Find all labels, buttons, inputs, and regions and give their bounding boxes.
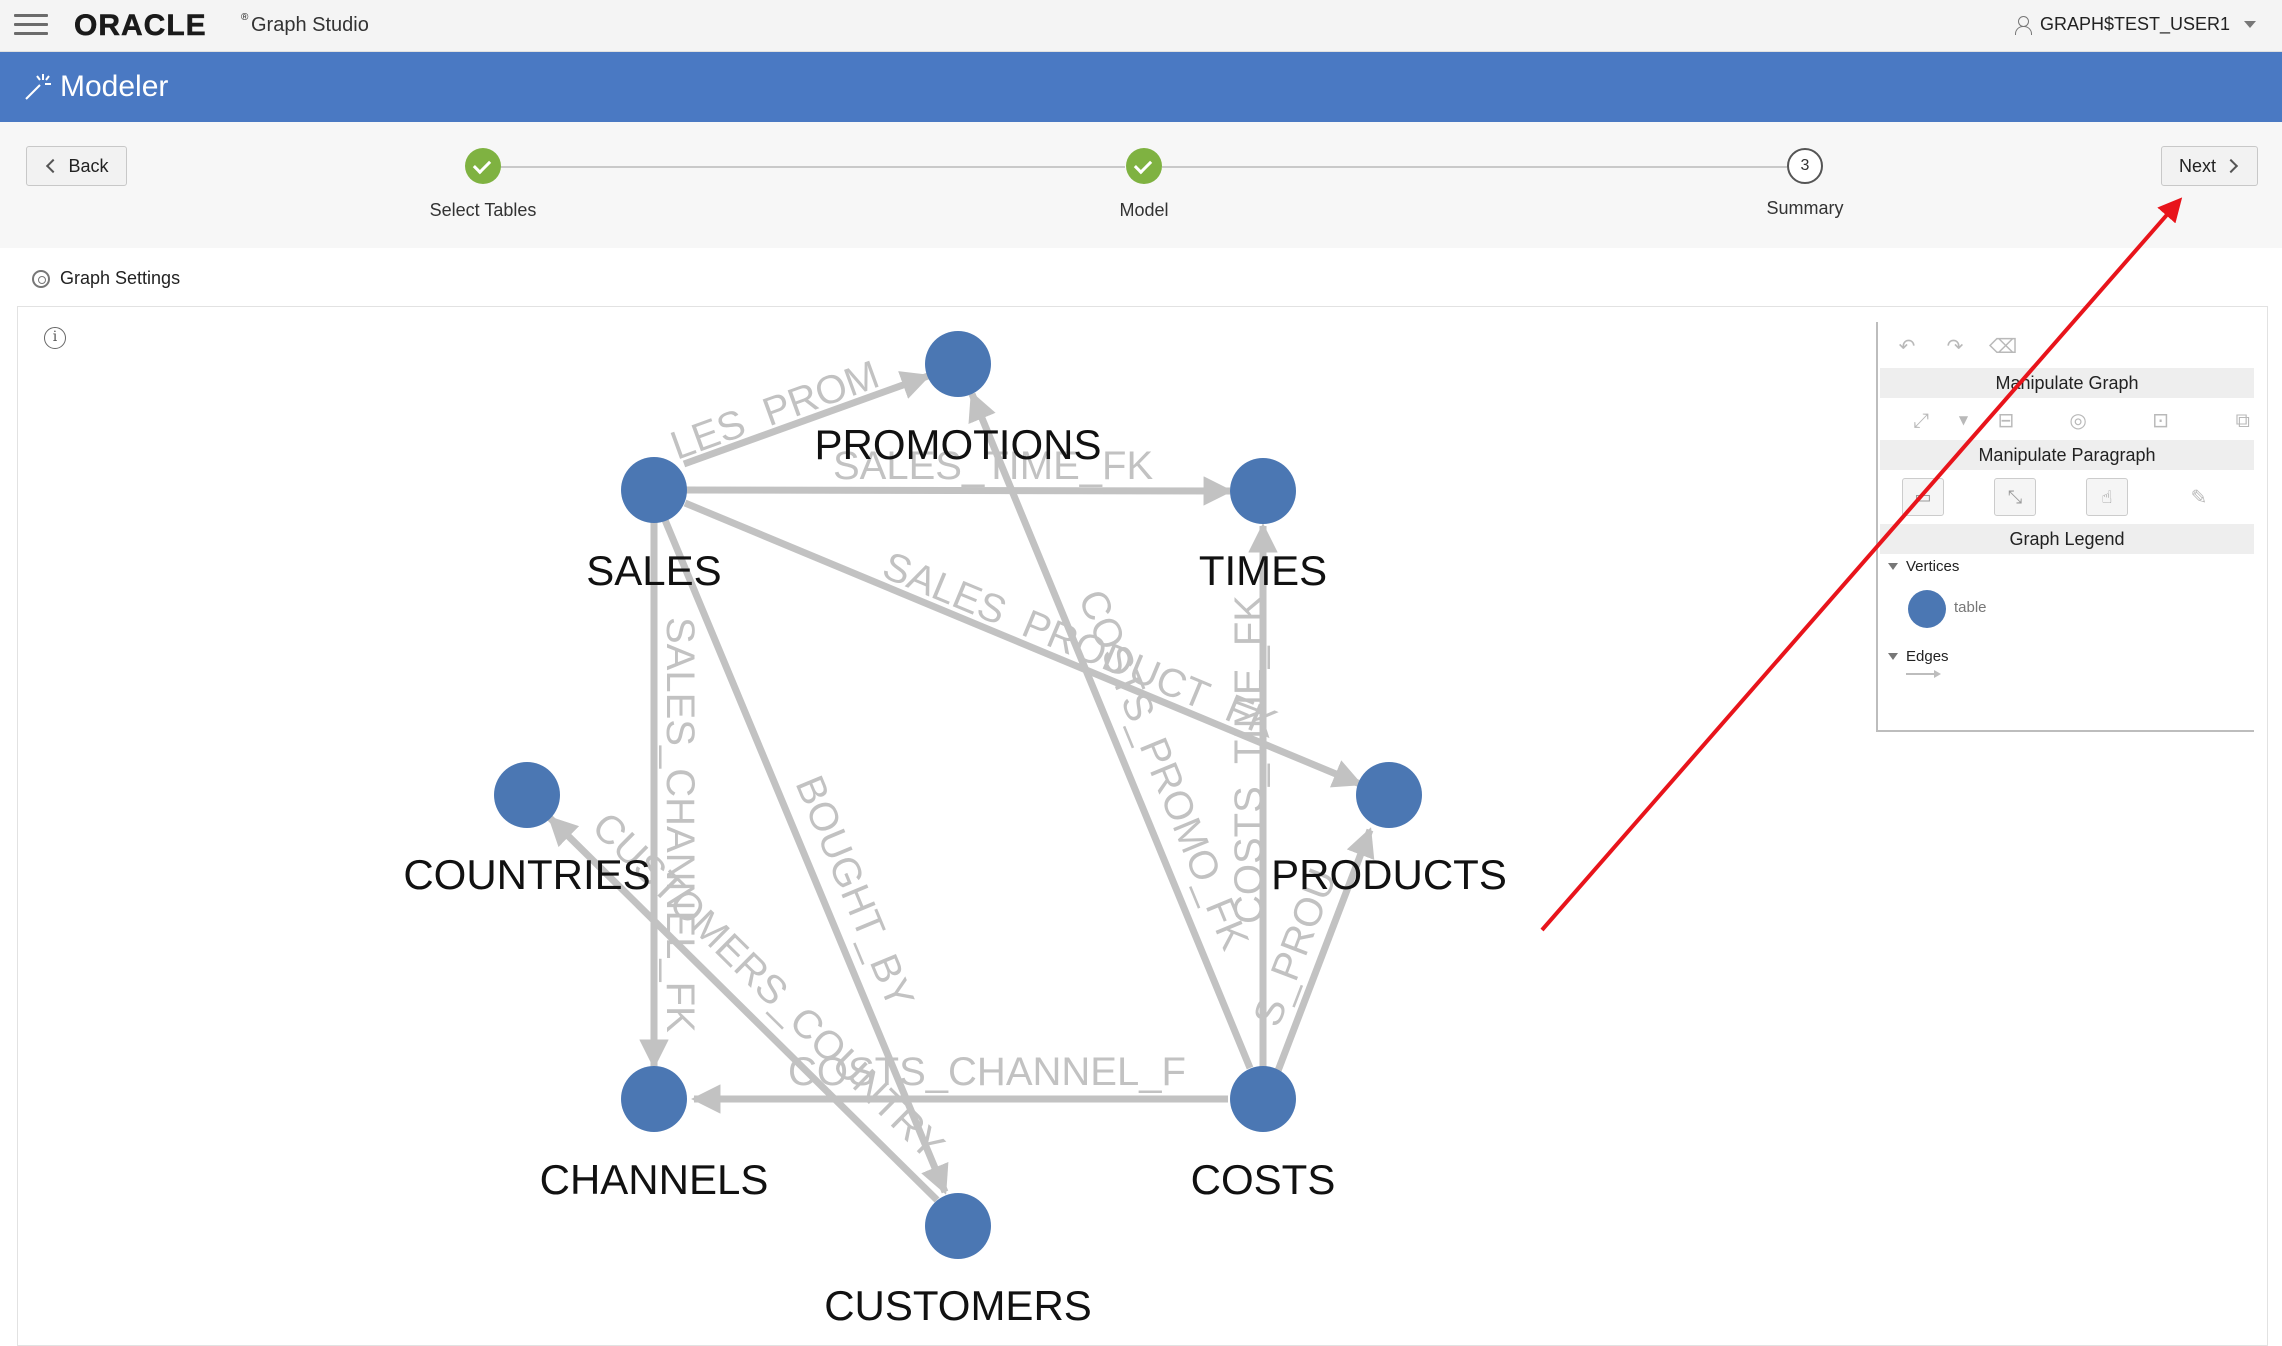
user-menu[interactable]: GRAPH$TEST_USER1 (2014, 14, 2256, 35)
step-select-tables-check-icon[interactable] (465, 148, 501, 184)
edge-label: COSTS_CHANNEL_F (788, 1050, 1186, 1094)
vertex-label: SALES (586, 547, 721, 594)
next-label: Next (2178, 155, 2216, 176)
expanded-triangle-icon (1888, 653, 1898, 660)
graph-toolbar-panel: ↶ ↷ ⌫ Manipulate Graph ⤢ ▼ ⊟ ◎ ⊡ ⧉ Manip… (1876, 322, 2254, 732)
next-button[interactable]: Next (2161, 146, 2258, 186)
edge-sales-products[interactable] (683, 499, 1363, 788)
magic-wand-icon (25, 74, 51, 100)
step-select-tables-label[interactable]: Select Tables (429, 200, 537, 220)
edge-label: SALES_CHANNEL_FK (658, 617, 702, 1033)
edge-customers-countries[interactable] (547, 815, 940, 1203)
step-model-label[interactable]: Model (1119, 200, 1169, 220)
edge-sales-times[interactable] (684, 476, 1233, 506)
train-connector (1162, 166, 1787, 168)
vertex-label: PRODUCTS (1271, 851, 1507, 898)
eraser-icon[interactable]: ⌫ (1988, 334, 2018, 358)
vertex-sales[interactable] (621, 457, 687, 523)
back-label: Back (68, 155, 109, 176)
vertex-label: CUSTOMERS (824, 1282, 1092, 1329)
chevron-down-icon[interactable]: ▼ (1958, 413, 1969, 427)
collapse-icon[interactable]: ⊟ (1997, 408, 2015, 432)
step-model-check-icon[interactable] (1126, 148, 1162, 184)
graph-settings-link[interactable]: Graph Settings (32, 268, 180, 289)
chevron-down-icon (2244, 21, 2256, 28)
edge-costs-products[interactable] (1272, 827, 1375, 1078)
edge-costs-promotions[interactable] (968, 391, 1254, 1070)
legend-vertex-label: table (1954, 599, 1987, 616)
history-toolbar: ↶ ↷ ⌫ (1878, 326, 2254, 366)
vertices-section-toggle[interactable]: Vertices (1888, 558, 1959, 575)
vertex-times[interactable] (1230, 458, 1296, 524)
registered-mark: ® (241, 12, 249, 23)
edge-sales-promotions[interactable] (682, 371, 931, 468)
vertex-countries[interactable] (494, 762, 560, 828)
train-connector (500, 166, 1125, 168)
vertex-promotions[interactable] (925, 331, 991, 397)
edit-icon[interactable]: ✎ (2190, 485, 2208, 509)
vertex-products[interactable] (1356, 762, 1422, 828)
shrink-icon[interactable]: ⤡ (1994, 478, 2036, 516)
page-header: Modeler (0, 52, 2282, 122)
user-name: GRAPH$TEST_USER1 (2039, 14, 2230, 34)
hamburger-menu-icon[interactable] (14, 14, 48, 36)
vertex-costs[interactable] (1230, 1066, 1296, 1132)
product-name: Graph Studio (251, 14, 369, 36)
redo-icon[interactable]: ↷ (1946, 334, 1964, 358)
edges-section-toggle[interactable]: Edges (1888, 648, 1949, 665)
vertex-label: COSTS (1191, 1156, 1336, 1203)
graph-settings-label: Graph Settings (60, 268, 181, 288)
focus-icon[interactable]: ◎ (2069, 408, 2087, 432)
vertex-customers[interactable] (925, 1193, 991, 1259)
legend-vertex-swatch (1908, 590, 1946, 628)
edge-sales-customers[interactable] (661, 518, 949, 1195)
vertices-label: Vertices (1906, 558, 1960, 575)
vertex-label: COUNTRIES (403, 851, 650, 898)
expand-icon[interactable]: ⤢ (1913, 408, 1930, 432)
edges-label: Edges (1906, 648, 1949, 665)
gear-icon (32, 269, 50, 288)
vertex-label: PROMOTIONS (814, 421, 1101, 468)
graph-legend-heading: Graph Legend (1880, 524, 2254, 554)
manipulate-graph-heading: Manipulate Graph (1880, 368, 2254, 398)
oracle-logo: ORACLE (74, 9, 207, 43)
vertex-label: CHANNELS (540, 1156, 769, 1203)
step-summary-number[interactable]: 3 (1787, 148, 1823, 184)
user-icon (2014, 15, 2032, 35)
hand-pointer-icon[interactable]: ☝ (2086, 478, 2128, 516)
edge-label: COSTS_TIME_FK (1227, 595, 1271, 924)
legend-edge-arrow-icon (1906, 670, 1941, 678)
fit-icon[interactable]: ⊡ (2152, 408, 2169, 432)
folder-icon[interactable]: ▭ (1902, 478, 1944, 516)
group-icon[interactable]: ⧉ (2235, 408, 2250, 432)
manipulate-paragraph-heading: Manipulate Paragraph (1880, 440, 2254, 470)
expanded-triangle-icon (1888, 563, 1898, 570)
vertex-label: TIMES (1199, 547, 1327, 594)
manipulate-paragraph-toolbar: ▭ ⤡ ☝ ✎ (1878, 472, 2254, 522)
info-icon[interactable]: i (44, 327, 66, 349)
manipulate-graph-toolbar: ⤢ ▼ ⊟ ◎ ⊡ ⧉ (1878, 400, 2254, 440)
undo-icon[interactable]: ↶ (1898, 334, 1916, 358)
top-bar: ORACLE ® Graph Studio GRAPH$TEST_USER1 (0, 0, 2282, 52)
vertex-channels[interactable] (621, 1066, 687, 1132)
edge-label: SALES_TIME_FK (833, 444, 1153, 488)
back-button[interactable]: Back (26, 146, 127, 186)
page-title: Modeler (60, 70, 169, 103)
